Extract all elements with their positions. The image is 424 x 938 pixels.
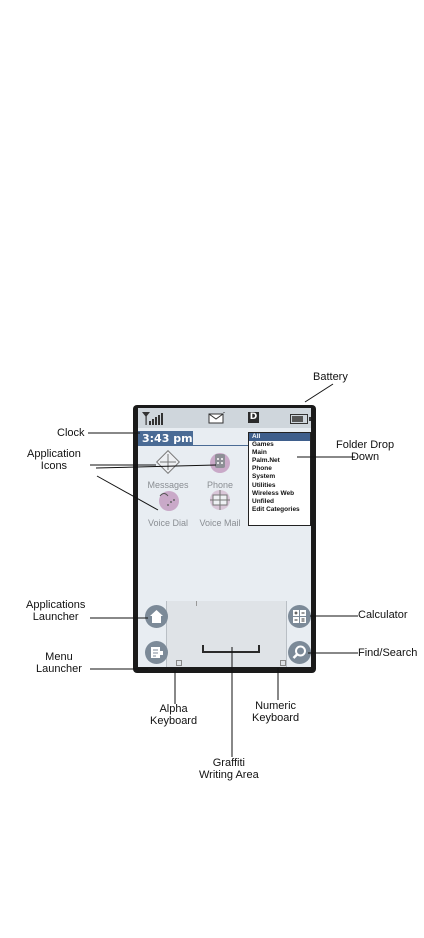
clock[interactable]: 3:43 pm — [138, 431, 193, 446]
app-messages[interactable]: Messages — [143, 449, 193, 490]
menu-launcher-button[interactable] — [145, 641, 168, 664]
folder-item[interactable]: System — [252, 473, 276, 481]
phone-icon — [210, 453, 230, 473]
messages-icon — [155, 449, 181, 475]
folder-item[interactable]: Phone — [252, 465, 272, 473]
magnifier-icon — [292, 645, 306, 659]
folder-item[interactable]: Wireless Web — [252, 489, 295, 497]
folder-item[interactable]: Edit Categories — [252, 505, 300, 513]
voice-mail-icon — [210, 490, 230, 510]
folder-item[interactable]: Unfiled — [252, 497, 275, 505]
app-label: Phone — [206, 480, 234, 490]
signal-strength-icon — [142, 412, 163, 425]
graffiti-bracket — [202, 645, 260, 653]
battery-icon — [290, 414, 311, 424]
app-label: Voice Dial — [147, 518, 189, 528]
folder-item[interactable]: Main — [252, 449, 267, 457]
voice-dial-icon — [159, 491, 179, 511]
callout-application-icons: Application Icons — [27, 448, 81, 472]
find-search-button[interactable] — [288, 641, 311, 664]
app-label: Messages — [147, 480, 189, 490]
callout-calculator: Calculator — [358, 609, 408, 621]
device-screen: D 3:43 pm Messages Phone Voic — [138, 408, 311, 667]
numeric-keyboard-icon[interactable] — [280, 660, 286, 666]
menu-icon — [151, 647, 163, 658]
folder-item[interactable]: Utilities — [252, 481, 276, 489]
home-icon — [150, 610, 163, 623]
callout-find-search: Find/Search — [358, 647, 418, 659]
message-envelope-icon[interactable] — [208, 412, 226, 424]
alpha-keyboard-icon[interactable] — [176, 660, 182, 666]
folder-dropdown[interactable]: All Games Main Palm.Net Phone System Uti… — [248, 432, 311, 526]
callout-folder-drop-down: Folder Drop Down — [336, 439, 395, 463]
folder-item[interactable]: Palm.Net — [252, 457, 280, 465]
callout-menu-launcher: Menu Launcher — [36, 651, 82, 675]
folder-item[interactable]: Games — [252, 441, 274, 449]
calculator-button[interactable] — [288, 605, 311, 628]
status-bar: D — [138, 408, 311, 428]
callout-clock: Clock — [57, 427, 85, 439]
callout-battery: Battery — [313, 371, 348, 383]
applications-launcher-button[interactable] — [145, 605, 168, 628]
folder-item[interactable]: All — [249, 433, 310, 442]
app-voice-dial[interactable]: Voice Dial — [143, 488, 193, 528]
app-label: Voice Mail — [199, 518, 241, 528]
callout-graffiti-writing-area: Graffiti Writing Area — [199, 757, 259, 781]
calculator-icon — [293, 610, 306, 623]
graffiti-writing-area[interactable] — [166, 601, 287, 667]
app-phone[interactable]: Phone — [195, 450, 245, 490]
callout-alpha-keyboard: Alpha Keyboard — [150, 703, 198, 727]
palm-device: D 3:43 pm Messages Phone Voic — [133, 405, 316, 673]
callout-applications-launcher: Applications Launcher — [26, 599, 86, 623]
app-voice-mail[interactable]: Voice Mail — [195, 488, 245, 528]
folder-indicator[interactable]: D — [248, 412, 259, 423]
callout-numeric-keyboard: Numeric Keyboard — [252, 700, 300, 724]
